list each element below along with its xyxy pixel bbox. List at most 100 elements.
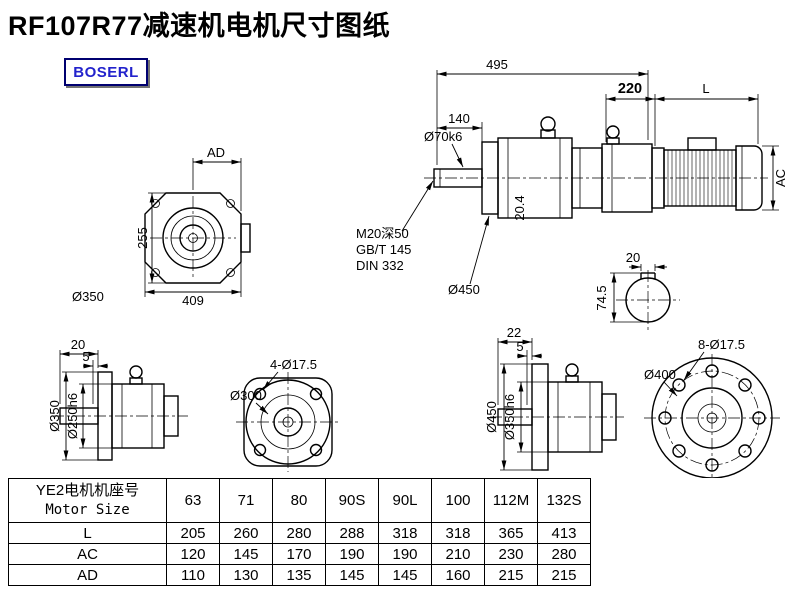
view-side-assembly: 495 140 Ø70k6 220 L AC M20深50 GB/T 145 D	[356, 57, 788, 332]
boserl-logo: BOSERL	[64, 58, 148, 86]
cell-AD-63: 110	[166, 564, 220, 586]
motor-size-header-en: Motor Size	[45, 502, 130, 519]
dim-label-key-20: 20	[626, 250, 640, 265]
tap-note-line1: M20深50	[356, 226, 409, 241]
fan-cover	[735, 145, 763, 211]
dim-label-L: L	[702, 81, 709, 96]
terminal-box	[687, 137, 717, 151]
view-side-flange-small: 20 5 Ø350 Ø250h6	[47, 337, 188, 461]
row-label-AC: AC	[8, 543, 167, 565]
bolt-hole	[658, 411, 672, 425]
cell-L-63: 205	[166, 522, 220, 544]
view-flange-square: 4-Ø17.5 Ø300	[230, 357, 340, 472]
table-row-L: L 205 260 280 288 318 318 365 413	[8, 522, 591, 544]
frame-size-132s: 132S	[537, 478, 591, 523]
dim-label-AC: AC	[773, 169, 788, 187]
tap-note-line2: GB/T 145	[356, 242, 411, 257]
row-label-AD: AD	[8, 564, 167, 586]
bolt-hole	[309, 387, 323, 401]
table-row-AD: AD 110 130 135 145 145 160 215 215	[8, 564, 591, 586]
dim-label-4xdia17-5: 4-Ø17.5	[270, 357, 317, 372]
frame-size-100: 100	[431, 478, 485, 523]
dim-label-e-dia350h6: Ø350h6	[502, 394, 517, 440]
frame-size-63: 63	[166, 478, 220, 523]
cell-L-132s: 413	[537, 522, 591, 544]
technical-drawing: AD 255 409 Ø350	[47, 57, 788, 478]
dim-label-e5: 5	[516, 339, 523, 354]
view-front-gearbox: AD 255 409 Ø350	[72, 145, 251, 308]
frame-size-80: 80	[272, 478, 326, 523]
gearbox-housing-front	[144, 192, 242, 284]
side-tab	[240, 223, 251, 253]
cell-AC-132s: 280	[537, 543, 591, 565]
lifting-eye	[540, 116, 556, 132]
page-title: RF107R77减速机电机尺寸图纸	[8, 11, 391, 41]
frame-size-71: 71	[219, 478, 273, 523]
dim-label-e22: 22	[507, 325, 521, 340]
dim-label-20-4: 20.4	[512, 195, 527, 220]
dim-label-dia350: Ø350	[72, 289, 104, 304]
motor-size-table: YE2电机机座号 Motor Size 63 71 80 90S 90L 100…	[8, 478, 591, 586]
cell-L-90s: 288	[325, 522, 379, 544]
dim-label-dia400: Ø400	[644, 367, 676, 382]
table-row-AC: AC 120 145 170 190 190 210 230 280	[8, 543, 591, 565]
dim-label-c-dia350: Ø350	[47, 400, 62, 432]
cell-AD-71: 130	[219, 564, 273, 586]
bolt-hole	[705, 364, 719, 378]
frame-size-112m: 112M	[484, 478, 538, 523]
lifting-eye-small	[129, 365, 143, 379]
bolt-hole	[309, 443, 323, 457]
dim-label-e-dia450: Ø450	[484, 401, 499, 433]
logo-text: BOSERL	[73, 63, 139, 81]
dim-label-255: 255	[135, 227, 150, 249]
round-flange	[651, 357, 773, 478]
frame-size-90l: 90L	[378, 478, 432, 523]
output-bore-inner	[179, 224, 207, 252]
bolt-hole	[738, 378, 752, 392]
cell-AC-71: 145	[219, 543, 273, 565]
dim-label-c-dia250h6: Ø250h6	[65, 393, 80, 439]
dim-label-ad: AD	[207, 145, 225, 160]
cell-AD-112m: 215	[484, 564, 538, 586]
cell-AC-100: 210	[431, 543, 485, 565]
dim-label-c20: 20	[71, 337, 85, 352]
cell-AD-132s: 215	[537, 564, 591, 586]
dim-label-8xdia17-5: 8-Ø17.5	[698, 337, 745, 352]
cell-AD-90s: 145	[325, 564, 379, 586]
cell-AD-90l: 145	[378, 564, 432, 586]
bolt-hole	[672, 444, 686, 458]
bolt-hole	[738, 444, 752, 458]
frame-size-90s: 90S	[325, 478, 379, 523]
cell-L-112m: 365	[484, 522, 538, 544]
cell-L-90l: 318	[378, 522, 432, 544]
bolt-hole	[253, 387, 267, 401]
dim-label-74-5: 74.5	[594, 285, 609, 310]
view-flange-round: 8-Ø17.5 Ø400	[644, 337, 780, 478]
cell-L-71: 260	[219, 522, 273, 544]
cell-AD-80: 135	[272, 564, 326, 586]
dim-label-495: 495	[486, 57, 508, 72]
motor-size-header-cell: YE2电机机座号 Motor Size	[8, 478, 167, 523]
bolt-hole	[705, 458, 719, 472]
bolt-hole	[752, 411, 766, 425]
dim-label-dia300: Ø300	[230, 388, 262, 403]
cell-AC-80: 170	[272, 543, 326, 565]
square-flange	[243, 377, 333, 467]
motor-size-header-cn: YE2电机机座号	[35, 481, 140, 499]
dim-label-c5: 5	[82, 349, 89, 364]
lifting-eye-2	[606, 125, 620, 139]
cell-L-100: 318	[431, 522, 485, 544]
row-label-L: L	[8, 522, 167, 544]
lifting-eye-large	[565, 363, 579, 377]
output-bore-outer	[162, 207, 224, 269]
dim-label-140: 140	[448, 111, 470, 126]
motor-fins	[667, 150, 733, 206]
cell-AC-112m: 230	[484, 543, 538, 565]
dim-label-220: 220	[618, 81, 642, 97]
dim-label-dia450: Ø450	[448, 282, 480, 297]
cell-L-80: 280	[272, 522, 326, 544]
view-side-flange-large: 22 5 Ø450 Ø350h6	[484, 325, 624, 471]
cell-AD-100: 160	[431, 564, 485, 586]
dim-label-409: 409	[182, 293, 204, 308]
